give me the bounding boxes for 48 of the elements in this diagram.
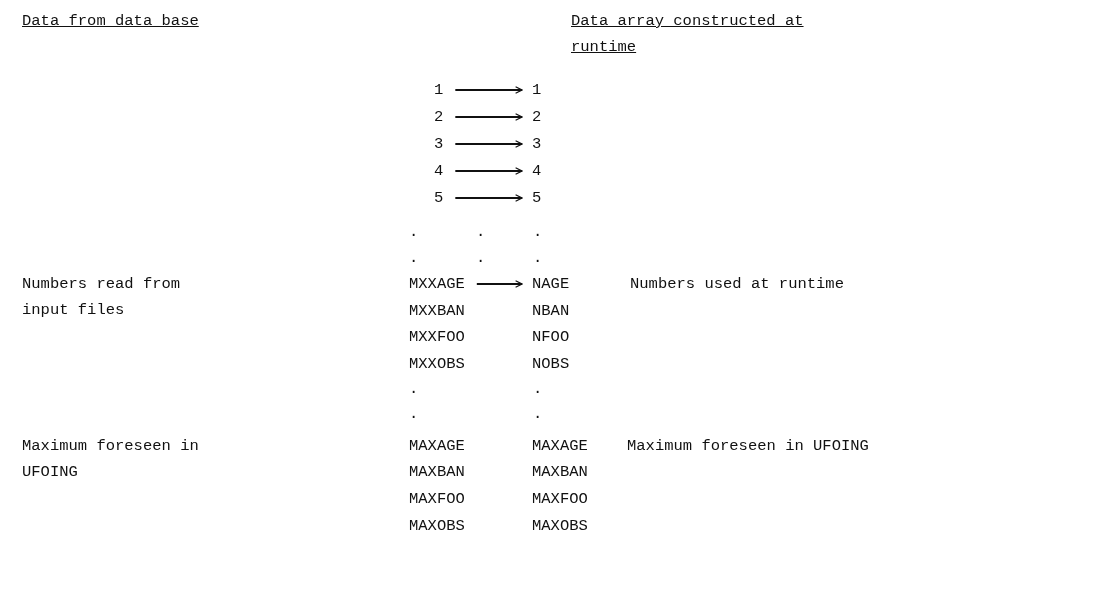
arrow (475, 280, 523, 288)
variable-name: MXXOBS (409, 354, 465, 375)
row-label: Numbers read from input files (22, 274, 182, 321)
ellipsis-dot: . (409, 248, 419, 269)
ellipsis-dot: . (533, 222, 543, 243)
row-label: Maximum foreseen in UFOING (22, 436, 200, 483)
variable-name: NOBS (532, 354, 570, 375)
variable-name: MAXBAN (409, 462, 465, 483)
variable-name: MAXAGE (409, 436, 465, 457)
variable-name: NFOO (532, 327, 570, 348)
ellipsis-dot: . (533, 404, 543, 425)
item-label: 4 (522, 158, 542, 184)
row-label: Maximum foreseen in UFOING (627, 436, 869, 457)
item-label: 1 (434, 77, 456, 103)
variable-name: MXXBAN (409, 301, 465, 322)
variable-name: MAXBAN (532, 462, 588, 483)
ellipsis-dot: . (533, 248, 543, 269)
ellipsis-dot: . (476, 222, 486, 243)
item-label: 3 (522, 131, 542, 157)
item-label: 2 (522, 104, 542, 130)
row-label: Numbers used at runtime (630, 274, 844, 295)
variable-name: MAXFOO (409, 489, 465, 510)
variable-name: MAXFOO (532, 489, 588, 510)
item-label: 5 (522, 185, 542, 211)
item-label: 2 (434, 104, 456, 130)
ellipsis-dot: . (476, 248, 486, 269)
item-label: 1 (522, 77, 542, 103)
variable-name: MAXOBS (409, 516, 465, 537)
arrow (454, 140, 523, 148)
item-label: 3 (434, 131, 456, 157)
heading: Data array constructed at runtime (571, 11, 805, 58)
heading: Data from data base (22, 11, 199, 32)
variable-name: MAXOBS (532, 516, 588, 537)
variable-name: NBAN (532, 301, 570, 322)
item-label: 5 (434, 185, 456, 211)
arrow (454, 167, 523, 175)
item-label: NAGE (522, 271, 570, 297)
item-label: 4 (434, 158, 456, 184)
arrow (454, 113, 523, 121)
ellipsis-dot: . (409, 404, 419, 425)
variable-name: MXXFOO (409, 327, 465, 348)
ellipsis-dot: . (409, 222, 419, 243)
arrow (454, 86, 523, 94)
ellipsis-dot: . (409, 379, 419, 400)
arrow (454, 194, 523, 202)
item-label: MXXAGE (409, 271, 477, 297)
ellipsis-dot: . (533, 379, 543, 400)
variable-name: MAXAGE (532, 436, 588, 457)
